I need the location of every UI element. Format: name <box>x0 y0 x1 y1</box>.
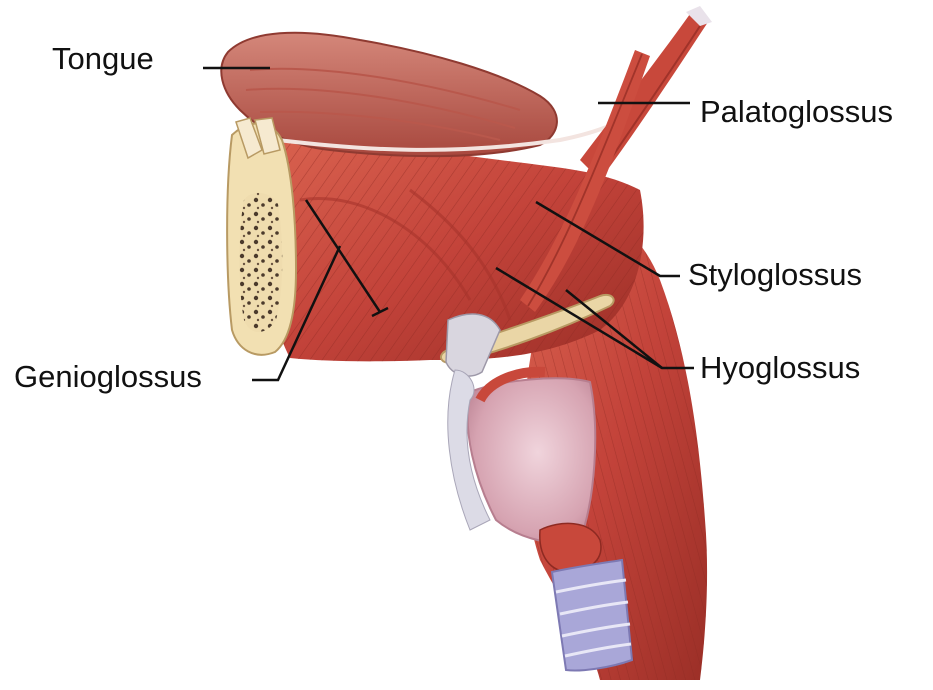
tongue <box>221 33 650 156</box>
mandible <box>227 118 296 355</box>
label-styloglossus: Styloglossus <box>688 258 862 292</box>
trachea-rings <box>552 560 632 671</box>
label-palatoglossus: Palatoglossus <box>700 95 893 129</box>
label-hyoglossus: Hyoglossus <box>700 351 860 385</box>
hyoid-tendon <box>446 314 500 376</box>
label-genioglossus: Genioglossus <box>14 360 202 394</box>
label-tongue: Tongue <box>52 42 154 76</box>
